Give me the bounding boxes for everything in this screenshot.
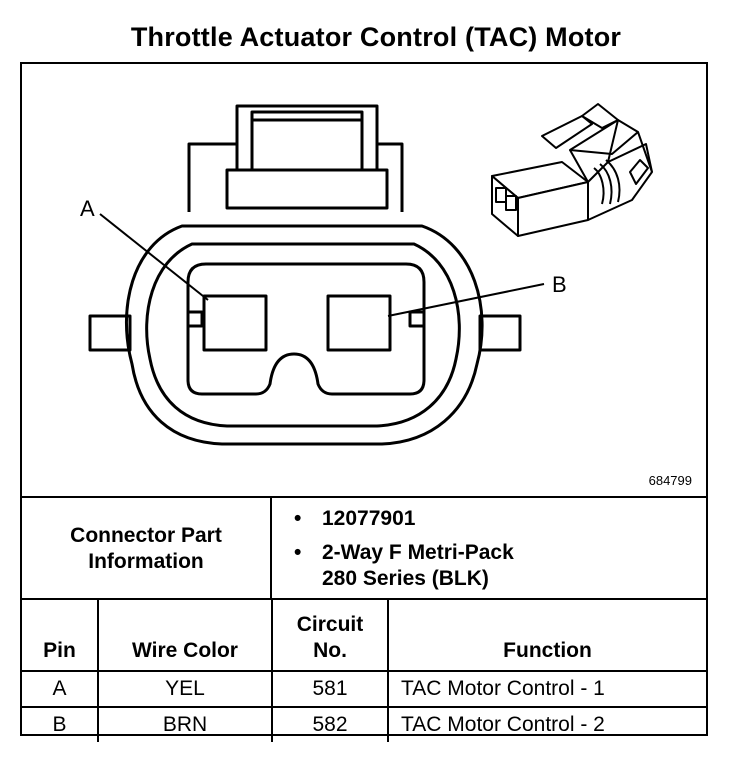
cell-circuit: 582 <box>271 706 389 742</box>
pin-a-cavity <box>202 294 268 352</box>
right-tab <box>478 314 522 352</box>
connector-housing-outer <box>125 224 484 446</box>
header-circuit: Circuit No. <box>271 598 389 672</box>
connector-info-label-line1: Connector Part <box>70 524 222 547</box>
header-circuit-line1: Circuit <box>296 613 364 636</box>
header-pin: Pin <box>22 598 99 672</box>
list-item: • 12077901 <box>290 506 514 532</box>
connector-info-label: Connector Part Information <box>22 498 272 600</box>
table-row: A YEL 581 TAC Motor Control - 1 <box>22 670 706 708</box>
connector-housing-inner <box>145 242 461 428</box>
pin-a-label: A <box>80 196 95 221</box>
cell-function: TAC Motor Control - 1 <box>387 670 706 708</box>
connector-type: 2-Way F Metri-Pack <box>322 541 514 564</box>
diagram-title: Throttle Actuator Control (TAC) Motor <box>130 22 622 52</box>
cell-pin: A <box>22 670 99 708</box>
connector-diagram: A B <box>80 103 653 446</box>
connector-info-label-line2: Information <box>88 550 204 573</box>
bullet: • <box>294 541 302 564</box>
connector-series: 280 Series (BLK) <box>322 567 489 590</box>
pin-b-cavity <box>326 294 392 352</box>
connector-3d-illustration <box>491 103 653 237</box>
list-item: • 2-Way F Metri-Pack 280 Series (BLK) <box>290 540 514 592</box>
cell-function: TAC Motor Control - 2 <box>387 706 706 742</box>
header-function: Function <box>387 598 706 672</box>
table-row: B BRN 582 TAC Motor Control - 2 <box>22 706 706 742</box>
connector-info-list: • 12077901 • 2-Way F Metri-Pack 280 Seri… <box>290 506 514 592</box>
pin-b-leader <box>387 283 545 317</box>
header-wire-color: Wire Color <box>97 598 273 672</box>
connector-cavity <box>186 262 426 396</box>
left-tab <box>88 314 132 352</box>
pin-b-label: B <box>552 272 567 297</box>
cell-circuit: 581 <box>271 670 389 708</box>
bullet: • <box>294 507 302 530</box>
part-number: 12077901 <box>322 507 416 530</box>
cell-wire-color: YEL <box>97 670 273 708</box>
connector-frame: A B 684799 Connector Part Infor <box>20 62 708 742</box>
pinout-table: Pin Wire Color Circuit No. Function A YE… <box>22 598 706 742</box>
connector-latch <box>187 104 404 212</box>
cell-pin: B <box>22 706 99 742</box>
cell-wire-color: BRN <box>97 706 273 742</box>
connector-info-section: Connector Part Information • 12077901 • … <box>22 496 706 600</box>
table-header-row: Pin Wire Color Circuit No. Function <box>22 598 706 672</box>
header-circuit-line2: No. <box>313 639 347 662</box>
pin-a-leader <box>99 213 209 301</box>
figure-id: 684799 <box>648 473 692 488</box>
